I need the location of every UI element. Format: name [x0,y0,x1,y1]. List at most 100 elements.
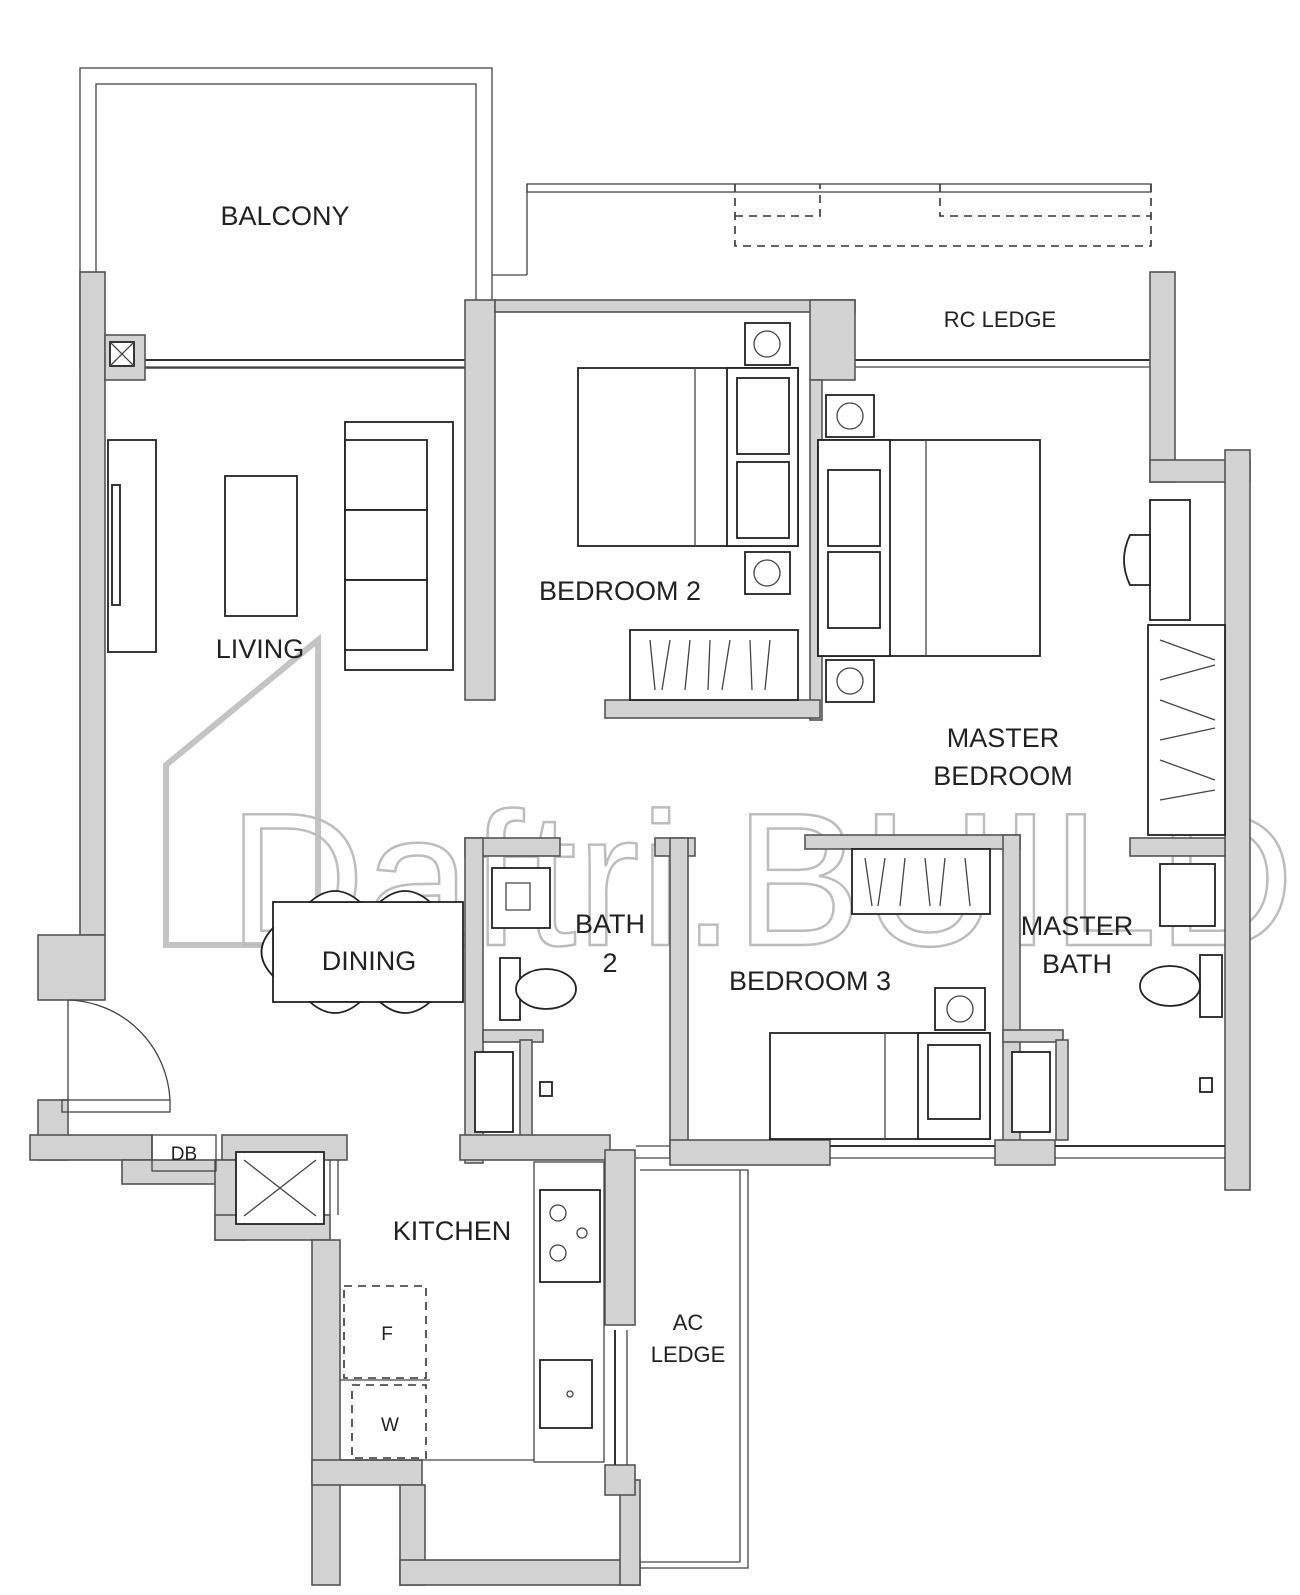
kitchen-hob [539,1189,601,1283]
wall-bedroom2-column [809,299,856,381]
kitchen-storage-cross [243,1159,317,1217]
bath2-sink-basin [505,882,531,911]
master-wardrobe [1147,624,1226,836]
wall-bedroom3-bottom-left [669,1139,831,1166]
bedroom3-lamp [934,987,986,1031]
rc-ledge-dashed-box [735,184,821,217]
bath2-sink [491,867,551,929]
wall-bedroom3-top [804,834,1021,850]
bedroom2-lamp-1 [744,322,791,366]
label-master-bath-line2: BATH [1042,949,1112,979]
master-pillow-1 [827,469,881,547]
dining-chair-3 [307,1001,363,1014]
wall-bedroom2-top [494,299,856,313]
label-master-bedroom-line2: BEDROOM [933,761,1073,791]
bath2-fixtures [474,867,577,1133]
wall-bath2-right [669,837,689,1159]
label-washer: W [381,1415,399,1436]
label-ac-ledge-line1: AC [673,1310,704,1335]
balcony-area [79,67,493,369]
wall-living-bedroom2 [464,299,496,701]
label-dining: DINING [322,946,417,976]
rc-ledge-outline [526,183,1152,193]
master-lamp-2 [825,659,875,703]
balcony-inner-outline [95,83,477,369]
ac-ledge-area [640,1169,749,1569]
wall-bedroom2-bottom [604,699,821,719]
wall-kitchen-right-upper [604,1149,636,1326]
kitchen-fixtures [151,1134,605,1463]
bedroom2-lamp-1-icon [753,330,781,358]
bedroom3-pillow [927,1044,981,1120]
bedroom2-wardrobe-hangers [649,639,771,691]
wall-kitchen-left-3 [311,1239,341,1586]
dining-chair-2 [377,890,433,903]
master-bath-toilet-tank [1199,954,1223,1018]
tv-screen [111,484,121,606]
kitchen-sink [539,1359,593,1429]
entry-door [61,999,171,1113]
wall-left-entry-top [37,934,106,1001]
wall-master-bath-shower [1055,1039,1069,1141]
bath2-shower-tap [539,1081,553,1097]
bath2-toilet-bowl [515,968,577,1010]
entry-door-swing [67,999,171,1101]
label-master-bath-line1: MASTER [1021,911,1134,941]
fridge-outline [343,1285,427,1379]
master-wardrobe-hangers [1159,639,1216,801]
wall-master-bath-top [1129,837,1226,857]
master-pillow-2 [827,551,881,629]
bedroom2-lamp-2-icon [753,559,781,587]
label-master-bedroom-line1: MASTER [947,723,1060,753]
rc-ledge-area [492,183,1152,368]
bedroom3-lamp-icon [946,995,974,1023]
bath2-shower-tray [474,1051,514,1133]
master-bath-fixtures [1011,863,1223,1133]
label-living: LIVING [216,634,305,664]
dining-furniture [260,890,464,1014]
wall-master-bath-mid [1002,1029,1064,1043]
wall-bottom-left-1 [29,1134,153,1161]
wall-right-upper [1149,271,1176,483]
bedroom2-furniture [577,322,799,701]
label-kitchen: KITCHEN [393,1216,512,1246]
rc-ledge-dashed-outline [734,184,1152,247]
column-marker-cross [109,341,135,367]
wall-kitchen-right-lower [604,1464,636,1496]
ac-ledge-outline [640,1169,749,1569]
master-bath-toilet-bowl [1139,965,1201,1007]
label-bath-2-line2: 2 [602,948,617,978]
kitchen-hob-burner-1 [549,1204,567,1222]
dining-chair-4 [377,1001,433,1014]
wall-bottom-left-2 [121,1159,223,1185]
bedroom2-pillow-1 [736,377,790,455]
kitchen-hob-burner-3 [576,1227,588,1239]
master-lamp-1-icon [836,402,864,430]
master-bath-sink [1159,863,1216,927]
label-balcony: BALCONY [220,201,349,231]
bedroom3-wardrobe-hangers [864,857,971,907]
bedroom3-furniture [769,848,991,1140]
wall-bath2-bottom [459,1134,611,1161]
walls [29,271,1251,1586]
living-furniture [107,341,454,671]
master-lamp-2-icon [836,667,864,695]
entry-door-leaf [61,1099,171,1113]
kitchen-counter [533,1161,605,1463]
wall-kitchen-bottom-1 [311,1459,423,1486]
label-bedroom-3: BEDROOM 3 [729,966,891,996]
kitchen-sink-drain [566,1390,574,1398]
master-bath-shower-tap [1199,1077,1213,1093]
washer-outline [351,1384,427,1459]
sofa-cushion-1 [344,439,428,511]
wall-bath2-mid [482,1029,544,1043]
label-db: DB [171,1144,197,1165]
bedroom2-lamp-2 [744,551,791,595]
master-bath-shower-tray [1011,1051,1051,1133]
wall-kitchen-bottom-3 [399,1559,641,1586]
kitchen-hob-burner-2 [549,1244,567,1262]
master-desk [1149,499,1191,621]
wall-bath2-shower [519,1039,533,1141]
wall-right-outer [1224,449,1251,1191]
